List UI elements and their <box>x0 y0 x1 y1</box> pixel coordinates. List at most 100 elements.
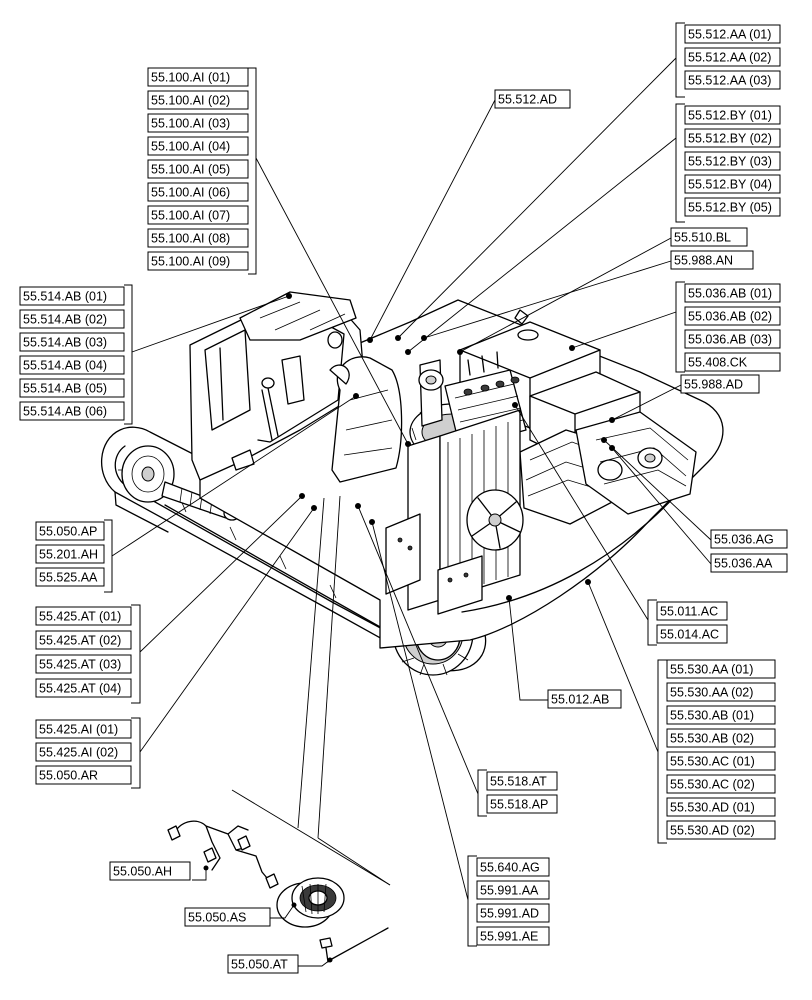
label-box <box>684 24 781 44</box>
part-ref-text: 55.514.AB (02) <box>23 313 107 327</box>
part-ref-label: 55.988.AD <box>680 374 760 394</box>
label-box <box>147 90 249 110</box>
part-ref-text: 55.100.AI (08) <box>151 232 230 246</box>
label-box <box>670 227 748 247</box>
label-box <box>147 159 249 179</box>
label-box <box>35 544 105 564</box>
part-ref-label: 55.425.AI (02) <box>35 742 132 762</box>
part-ref-text: 55.100.AI (09) <box>151 255 230 269</box>
part-ref-label: 55.512.BY (04) <box>684 174 781 194</box>
label-box <box>147 67 249 87</box>
label-box <box>486 794 558 814</box>
part-ref-text: 55.512.BY (03) <box>688 155 772 169</box>
label-box <box>684 151 781 171</box>
part-ref-text: 55.530.AB (01) <box>670 709 754 723</box>
leader-lines <box>104 22 712 967</box>
part-ref-label: 55.514.AB (03) <box>19 332 125 352</box>
part-ref-label: 55.100.AI (05) <box>147 159 249 179</box>
part-ref-label: 55.512.BY (05) <box>684 197 781 217</box>
part-ref-label: 55.530.AA (01) <box>666 659 776 679</box>
label-box <box>147 113 249 133</box>
part-ref-label: 55.408.CK <box>684 352 781 372</box>
engine-and-hydraulics <box>385 309 697 615</box>
part-ref-label: 55.012.AB <box>547 689 622 709</box>
label-box <box>680 374 760 394</box>
label-box <box>684 283 781 303</box>
part-ref-label: 55.530.AB (01) <box>666 705 776 725</box>
label-box <box>147 251 249 271</box>
callout-labels: 55.100.AI (01)55.100.AI (02)55.100.AI (0… <box>19 24 788 974</box>
part-ref-label: 55.991.AD <box>476 903 550 923</box>
label-box <box>684 128 781 148</box>
part-ref-text: 55.425.AT (01) <box>39 610 121 624</box>
label-box <box>35 521 105 541</box>
part-ref-text: 55.201.AH <box>39 548 98 562</box>
label-box <box>476 926 550 946</box>
part-ref-text: 55.530.AB (02) <box>670 732 754 746</box>
part-ref-text: 55.514.AB (06) <box>23 405 107 419</box>
part-ref-text: 55.512.AA (01) <box>688 28 771 42</box>
label-box <box>147 205 249 225</box>
part-ref-label: 55.050.AR <box>35 765 132 785</box>
part-ref-text: 55.514.AB (01) <box>23 290 107 304</box>
part-ref-text: 55.530.AD (01) <box>670 801 755 815</box>
label-box <box>35 765 132 785</box>
label-box <box>666 682 776 702</box>
part-ref-text: 55.530.AC (01) <box>670 755 755 769</box>
part-ref-text: 55.640.AG <box>480 861 540 875</box>
part-ref-label: 55.014.AC <box>656 624 728 644</box>
part-ref-text: 55.425.AT (02) <box>39 634 121 648</box>
label-box <box>476 903 550 923</box>
part-ref-text: 55.512.AD <box>498 93 557 107</box>
part-ref-text: 55.514.AB (05) <box>23 382 107 396</box>
part-ref-label: 55.425.AT (02) <box>35 630 132 650</box>
part-ref-label: 55.100.AI (04) <box>147 136 249 156</box>
label-box <box>684 174 781 194</box>
part-ref-label: 55.514.AB (06) <box>19 401 125 421</box>
part-ref-label: 55.512.BY (03) <box>684 151 781 171</box>
part-ref-label: 55.425.AI (01) <box>35 719 132 739</box>
part-ref-text: 55.530.AA (02) <box>670 686 753 700</box>
label-box <box>684 329 781 349</box>
label-box <box>19 332 125 352</box>
label-box <box>666 705 776 725</box>
part-ref-text: 55.050.AR <box>39 769 98 783</box>
part-ref-text: 55.036.AB (01) <box>688 287 772 301</box>
part-ref-label: 55.425.AT (03) <box>35 654 132 674</box>
label-box <box>147 182 249 202</box>
label-box <box>19 401 125 421</box>
label-box <box>494 89 571 109</box>
label-box <box>656 601 728 621</box>
part-ref-label: 55.514.AB (02) <box>19 309 125 329</box>
part-ref-label: 55.514.AB (04) <box>19 355 125 375</box>
label-box <box>19 286 125 306</box>
excavator-illustration <box>101 291 724 676</box>
part-ref-label: 55.991.AA <box>476 880 550 900</box>
part-ref-text: 55.518.AP <box>490 798 548 812</box>
part-ref-label: 55.530.AB (02) <box>666 728 776 748</box>
part-ref-text: 55.408.CK <box>688 356 748 370</box>
label-box <box>19 378 125 398</box>
part-ref-text: 55.514.AB (04) <box>23 359 107 373</box>
label-box <box>684 47 781 67</box>
part-ref-text: 55.100.AI (01) <box>151 71 230 85</box>
part-ref-text: 55.425.AI (02) <box>39 746 118 760</box>
label-box <box>666 751 776 771</box>
part-ref-text: 55.425.AT (03) <box>39 658 121 672</box>
part-ref-text: 55.512.BY (02) <box>688 132 772 146</box>
label-box <box>684 352 781 372</box>
label-box <box>147 228 249 248</box>
part-ref-text: 55.014.AC <box>660 628 719 642</box>
part-ref-label: 55.530.AD (01) <box>666 797 776 817</box>
part-ref-label: 55.512.AA (03) <box>684 70 781 90</box>
part-ref-label: 55.640.AG <box>476 857 550 877</box>
label-box <box>227 954 299 974</box>
part-ref-label: 55.036.AB (01) <box>684 283 781 303</box>
part-ref-label: 55.100.AI (07) <box>147 205 249 225</box>
label-box <box>147 136 249 156</box>
part-ref-text: 55.050.AH <box>113 865 172 879</box>
part-ref-text: 55.100.AI (04) <box>151 140 230 154</box>
part-ref-label: 55.100.AI (08) <box>147 228 249 248</box>
part-ref-label: 55.050.AS <box>184 907 271 927</box>
part-ref-label: 55.512.AA (02) <box>684 47 781 67</box>
